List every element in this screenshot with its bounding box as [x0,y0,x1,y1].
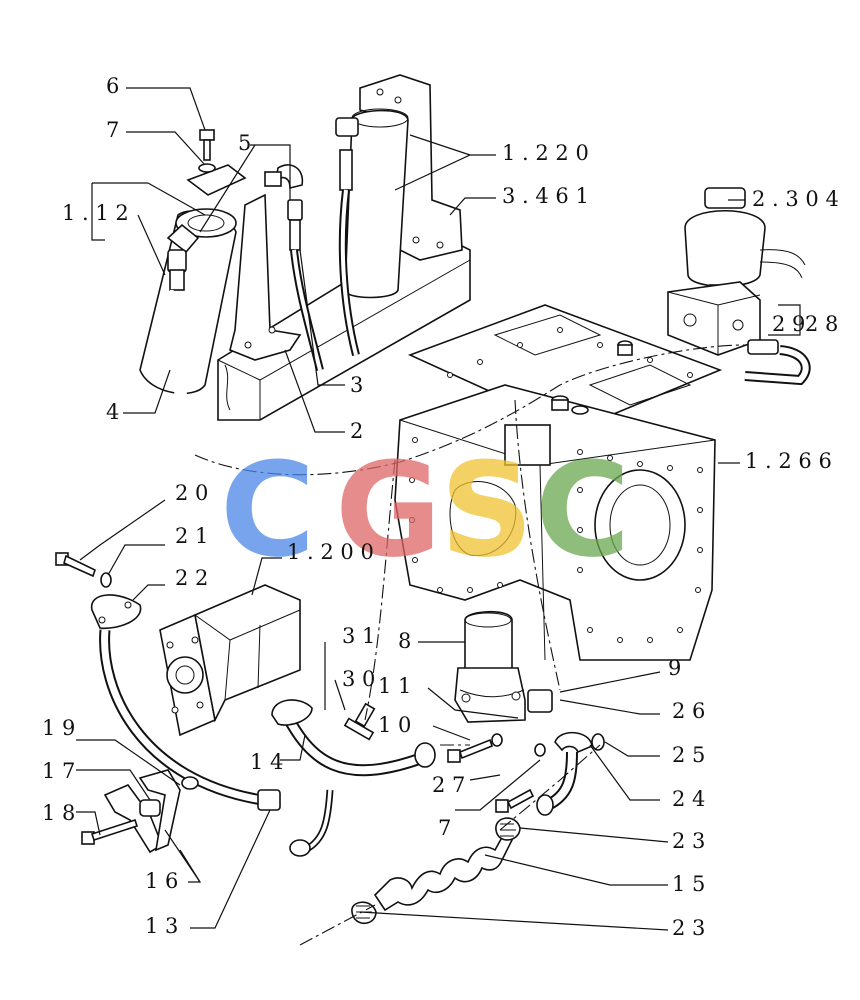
pump-assembly [55,552,436,857]
callout-20: 2 0 [175,481,208,505]
callout-15: 1 5 [672,872,705,896]
callout-13: 1 3 [145,914,178,938]
callout-9: 9 [668,656,681,680]
callout-3-461: 3 . 4 6 1 [502,184,589,208]
bellows-hose-assembly [351,817,521,925]
callout-31: 3 1 [342,624,375,648]
leader-lines [76,87,801,931]
callout-1-200: 1 . 2 0 0 [287,540,374,564]
callout-28: 2 8 [805,312,838,336]
callout-18: 1 8 [42,801,75,825]
accumulator-valve-assembly [667,187,811,386]
watermark: C G S C [220,434,630,586]
callout-7-bottom: 7 [438,816,451,840]
callout-11: 1 1 [378,674,411,698]
callout-1-220: 1 . 2 2 0 [502,141,589,165]
transmission-housing [394,304,723,661]
tank-support-assembly [335,74,463,356]
callout-23-upper: 2 3 [672,829,705,853]
callout-8: 8 [398,629,411,653]
callout-16: 1 6 [145,869,178,893]
watermark-letter-c1: C [220,434,315,586]
callout-2: 2 [350,419,363,443]
callout-21: 2 1 [175,524,208,548]
housing-bolt-holes [409,327,703,643]
callout-23-lower: 2 3 [672,916,705,940]
clamp-bracket-assembly [81,769,199,854]
watermark-letter-c2: C [535,434,630,586]
elbow-assembly [536,731,605,816]
callout-7-top: 7 [106,118,119,142]
watermark-letter-s: S [440,434,534,586]
callout-22: 2 2 [175,566,208,590]
callout-10: 1 0 [378,713,411,737]
callout-4: 4 [106,400,119,424]
callout-24: 2 4 [672,787,705,811]
callout-1-12: 1 . 1 2 [62,201,129,225]
watermark-letter-g: G [335,434,442,586]
callout-29: 2 9 [772,312,805,336]
callout-30: 3 0 [342,667,375,691]
callout-3: 3 [350,373,363,397]
callout-17: 1 7 [42,759,75,783]
callout-2-304: 2 . 3 0 4 [752,187,839,211]
callout-5: 5 [238,131,251,155]
callout-6: 6 [106,74,119,98]
inline-filter-assembly [447,610,553,813]
callout-27: 2 7 [432,773,465,797]
callout-1-266: 1 . 2 6 6 [745,449,832,473]
callout-19: 1 9 [42,716,75,740]
callout-labels: 6 7 5 1 . 1 2 4 3 2 1 . 2 2 0 3 . 4 6 1 … [42,74,839,940]
callout-26: 2 6 [672,699,705,723]
callout-14: 1 4 [250,750,283,774]
callout-25: 2 5 [672,743,705,767]
